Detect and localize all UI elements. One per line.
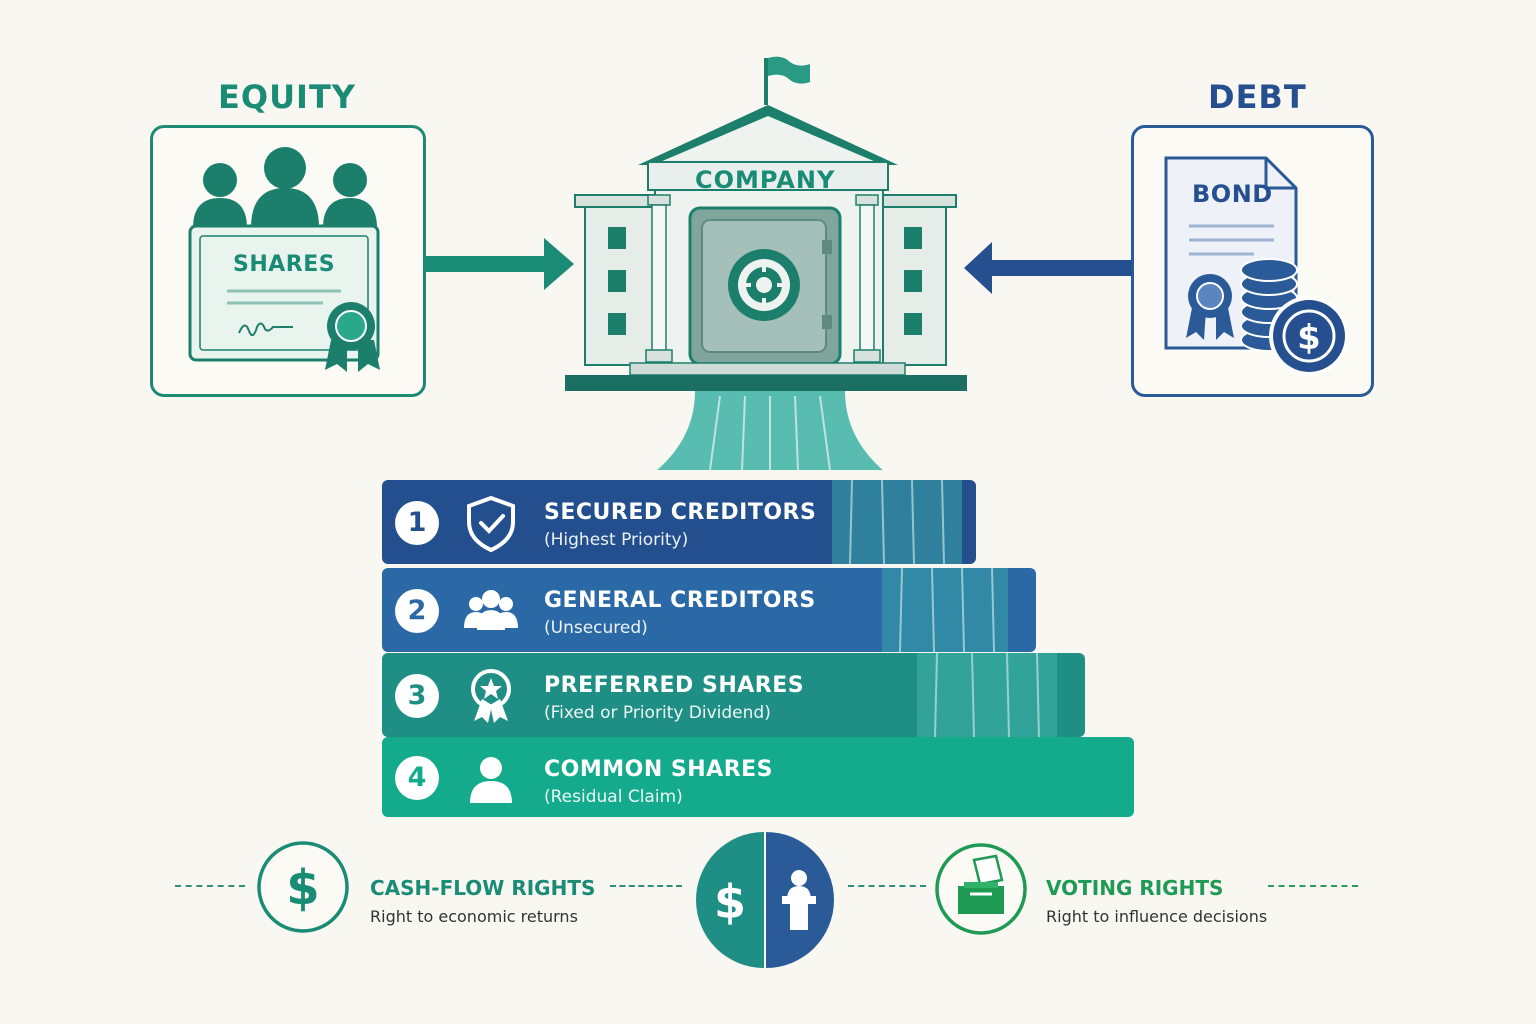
bond-label: BOND <box>1192 180 1273 208</box>
priority-title-3: PREFERRED SHARES <box>544 673 805 698</box>
dashed-line-mid-left <box>610 885 682 887</box>
waterfall-3 <box>917 653 1057 737</box>
priority-subtitle-2: (Unsecured) <box>544 618 648 638</box>
company-label: COMPANY <box>695 166 836 194</box>
cash-flow-rights-title: CASH-FLOW RIGHTS <box>370 876 596 900</box>
priority-bar-1: 1 SECURED CREDITORS (Highest Priority) <box>382 480 976 564</box>
debt-arrow-icon <box>964 242 1132 294</box>
person-icon <box>470 757 512 803</box>
equity-arrow-icon <box>426 238 574 290</box>
svg-text:$: $ <box>714 875 746 929</box>
priority-subtitle-4: (Residual Claim) <box>544 787 683 807</box>
priority-subtitle-3: (Fixed or Priority Dividend) <box>544 703 771 723</box>
priority-bar-3: 3 PREFERRED SHARES (Fixed or Priority Di… <box>382 653 1085 737</box>
voting-rights-title: VOTING RIGHTS <box>1046 876 1224 900</box>
dashed-line-mid-right <box>848 885 926 887</box>
equity-title: EQUITY <box>218 78 356 116</box>
dollar-icon: $ <box>257 841 349 933</box>
debt-title: DEBT <box>1208 78 1307 116</box>
priority-title-1: SECURED CREDITORS <box>544 500 817 525</box>
debt-panel: $ BOND <box>1131 125 1374 397</box>
dashed-line-left <box>175 885 245 887</box>
shares-certificate-label: SHARES <box>233 252 336 277</box>
award-ribbon-icon <box>471 669 511 723</box>
priority-number-1: 1 <box>395 501 439 545</box>
priority-number-4: 4 <box>395 756 439 800</box>
bond-document-icon: $ <box>1164 156 1349 376</box>
dashed-line-right <box>1268 885 1358 887</box>
company-building-icon <box>565 56 967 470</box>
waterfall-2 <box>882 568 1008 652</box>
priority-subtitle-1: (Highest Priority) <box>544 530 689 550</box>
priority-title-2: GENERAL CREDITORS <box>544 588 816 613</box>
priority-bar-2: 2 GENERAL CREDITORS (Unsecured) <box>382 568 1036 652</box>
split-rights-icon: $ <box>696 832 834 968</box>
people-group-icon <box>464 590 518 630</box>
priority-title-4: COMMON SHARES <box>544 757 774 782</box>
svg-text:$: $ <box>1297 318 1321 358</box>
priority-number-2: 2 <box>395 589 439 633</box>
waterfall-1 <box>832 480 962 564</box>
cash-flow-rights-subtitle: Right to economic returns <box>370 907 578 926</box>
priority-number-3: 3 <box>395 674 439 718</box>
priority-bar-4: 4 COMMON SHARES (Residual Claim) <box>382 737 1134 817</box>
ballot-box-icon <box>935 843 1027 935</box>
equity-panel: SHARES <box>150 125 426 397</box>
shareholders-certificate-icon <box>188 147 380 372</box>
svg-text:$: $ <box>286 860 319 916</box>
shield-check-icon <box>467 495 515 552</box>
voting-rights-subtitle: Right to influence decisions <box>1046 907 1268 926</box>
